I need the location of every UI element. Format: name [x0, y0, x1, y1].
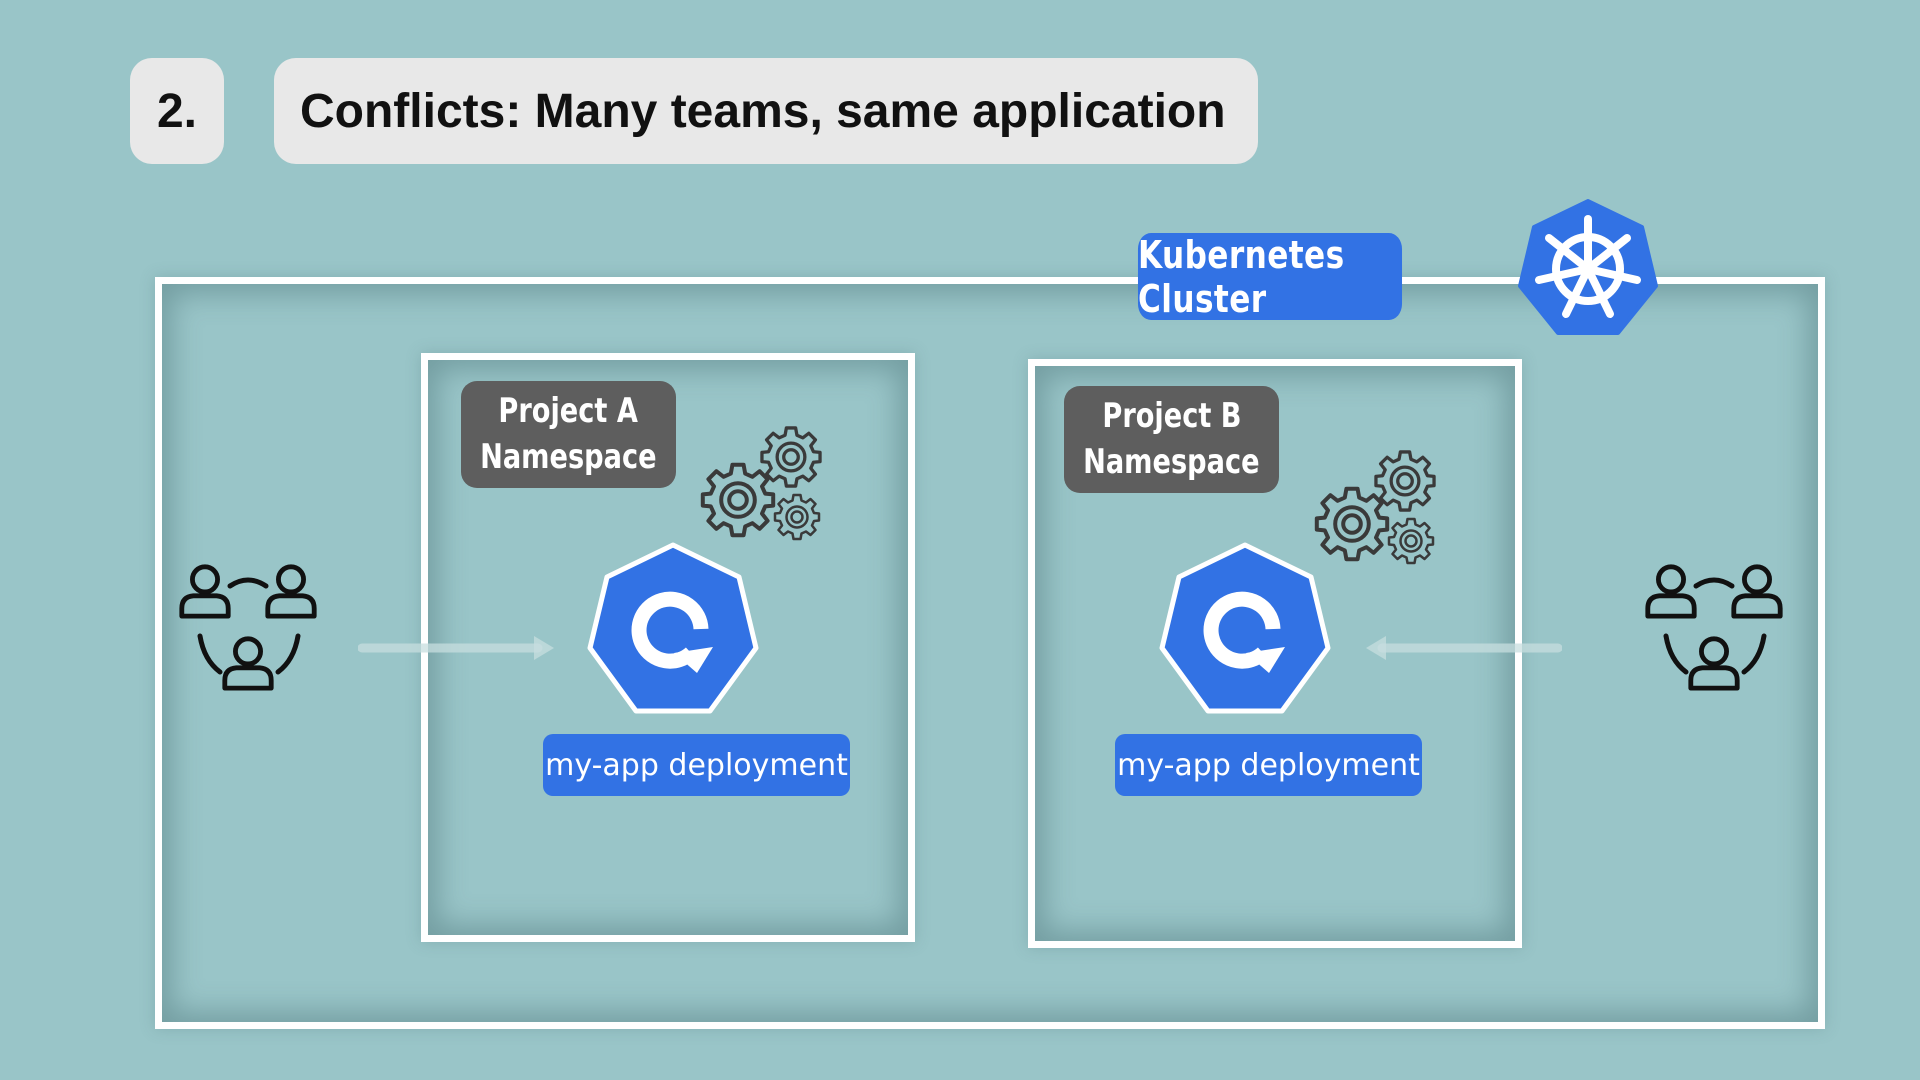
gears-icon	[700, 426, 822, 541]
slide-title: Conflicts: Many teams, same application	[274, 58, 1258, 164]
deployment-a-label: my-app deployment	[543, 734, 850, 796]
namespace-a-label-line2: Namespace	[480, 436, 657, 477]
arrow-right-icon	[358, 636, 554, 660]
deployment-icon	[1159, 542, 1331, 714]
namespace-b-label-line1: Project B	[1101, 395, 1242, 436]
kubernetes-helm-icon	[1518, 199, 1658, 335]
namespace-b-label: Project B Namespace	[1064, 386, 1279, 493]
namespace-a-label: Project A Namespace	[461, 381, 676, 488]
deployment-icon	[587, 542, 759, 714]
namespace-b-label-line2: Namespace	[1083, 441, 1260, 482]
step-number-badge: 2.	[130, 58, 224, 164]
arrow-left-icon	[1366, 636, 1562, 660]
namespace-b-frame	[1028, 359, 1522, 948]
team-icon	[1642, 560, 1788, 698]
team-icon	[176, 560, 322, 698]
kubernetes-cluster-frame	[155, 277, 1825, 1029]
deployment-b-label: my-app deployment	[1115, 734, 1422, 796]
kubernetes-cluster-label: Kubernetes Cluster	[1137, 233, 1403, 321]
namespace-a-label-line1: Project A	[498, 390, 639, 431]
